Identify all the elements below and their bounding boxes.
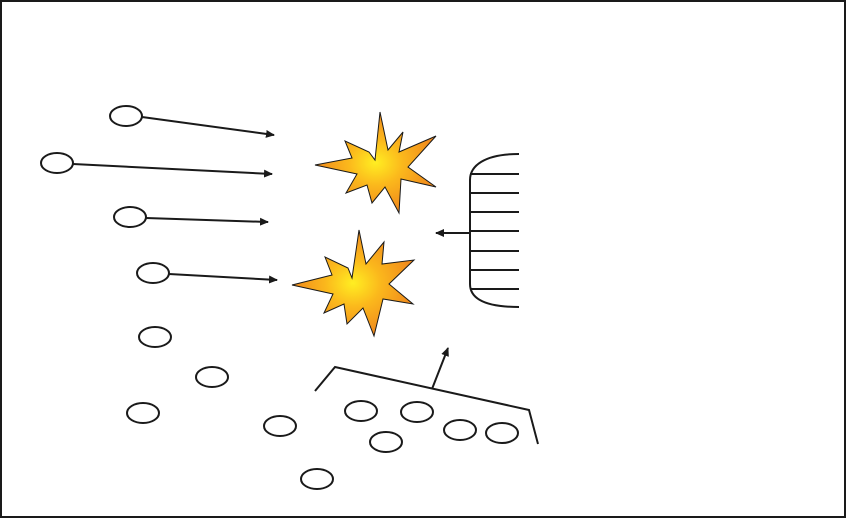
particle-circle-icon bbox=[126, 402, 160, 424]
incoming-particle-1 bbox=[109, 105, 275, 138]
particle-circle-icon bbox=[443, 419, 477, 441]
particle-circle-icon bbox=[369, 431, 403, 453]
particle-circle-icon bbox=[195, 366, 229, 388]
arrow-icon bbox=[168, 273, 278, 284]
particle-circle-icon bbox=[344, 400, 378, 422]
particle-circle-icon bbox=[400, 401, 434, 423]
arrow-icon bbox=[431, 347, 449, 390]
particle-circle-icon bbox=[136, 262, 170, 284]
particle-circle-icon bbox=[263, 415, 297, 437]
particle-circle-icon bbox=[109, 105, 143, 127]
explosion-burst-icon bbox=[314, 111, 437, 215]
particle-circle-icon bbox=[113, 206, 147, 228]
particle-circle-icon bbox=[40, 152, 74, 174]
incoming-particle-3 bbox=[113, 206, 269, 228]
particle-circle-icon bbox=[138, 326, 172, 348]
particle-circle-icon bbox=[485, 422, 519, 444]
incoming-particle-2 bbox=[40, 152, 273, 178]
arrow-icon bbox=[145, 217, 269, 226]
incoming-particle-4 bbox=[136, 262, 278, 284]
arrow-icon bbox=[141, 116, 275, 138]
loose-particles bbox=[126, 326, 519, 490]
arrow-icon bbox=[72, 163, 273, 178]
explosion-burst-icon bbox=[291, 229, 416, 338]
comb-shield-icon bbox=[469, 153, 520, 308]
particle-circle-icon bbox=[300, 468, 334, 490]
